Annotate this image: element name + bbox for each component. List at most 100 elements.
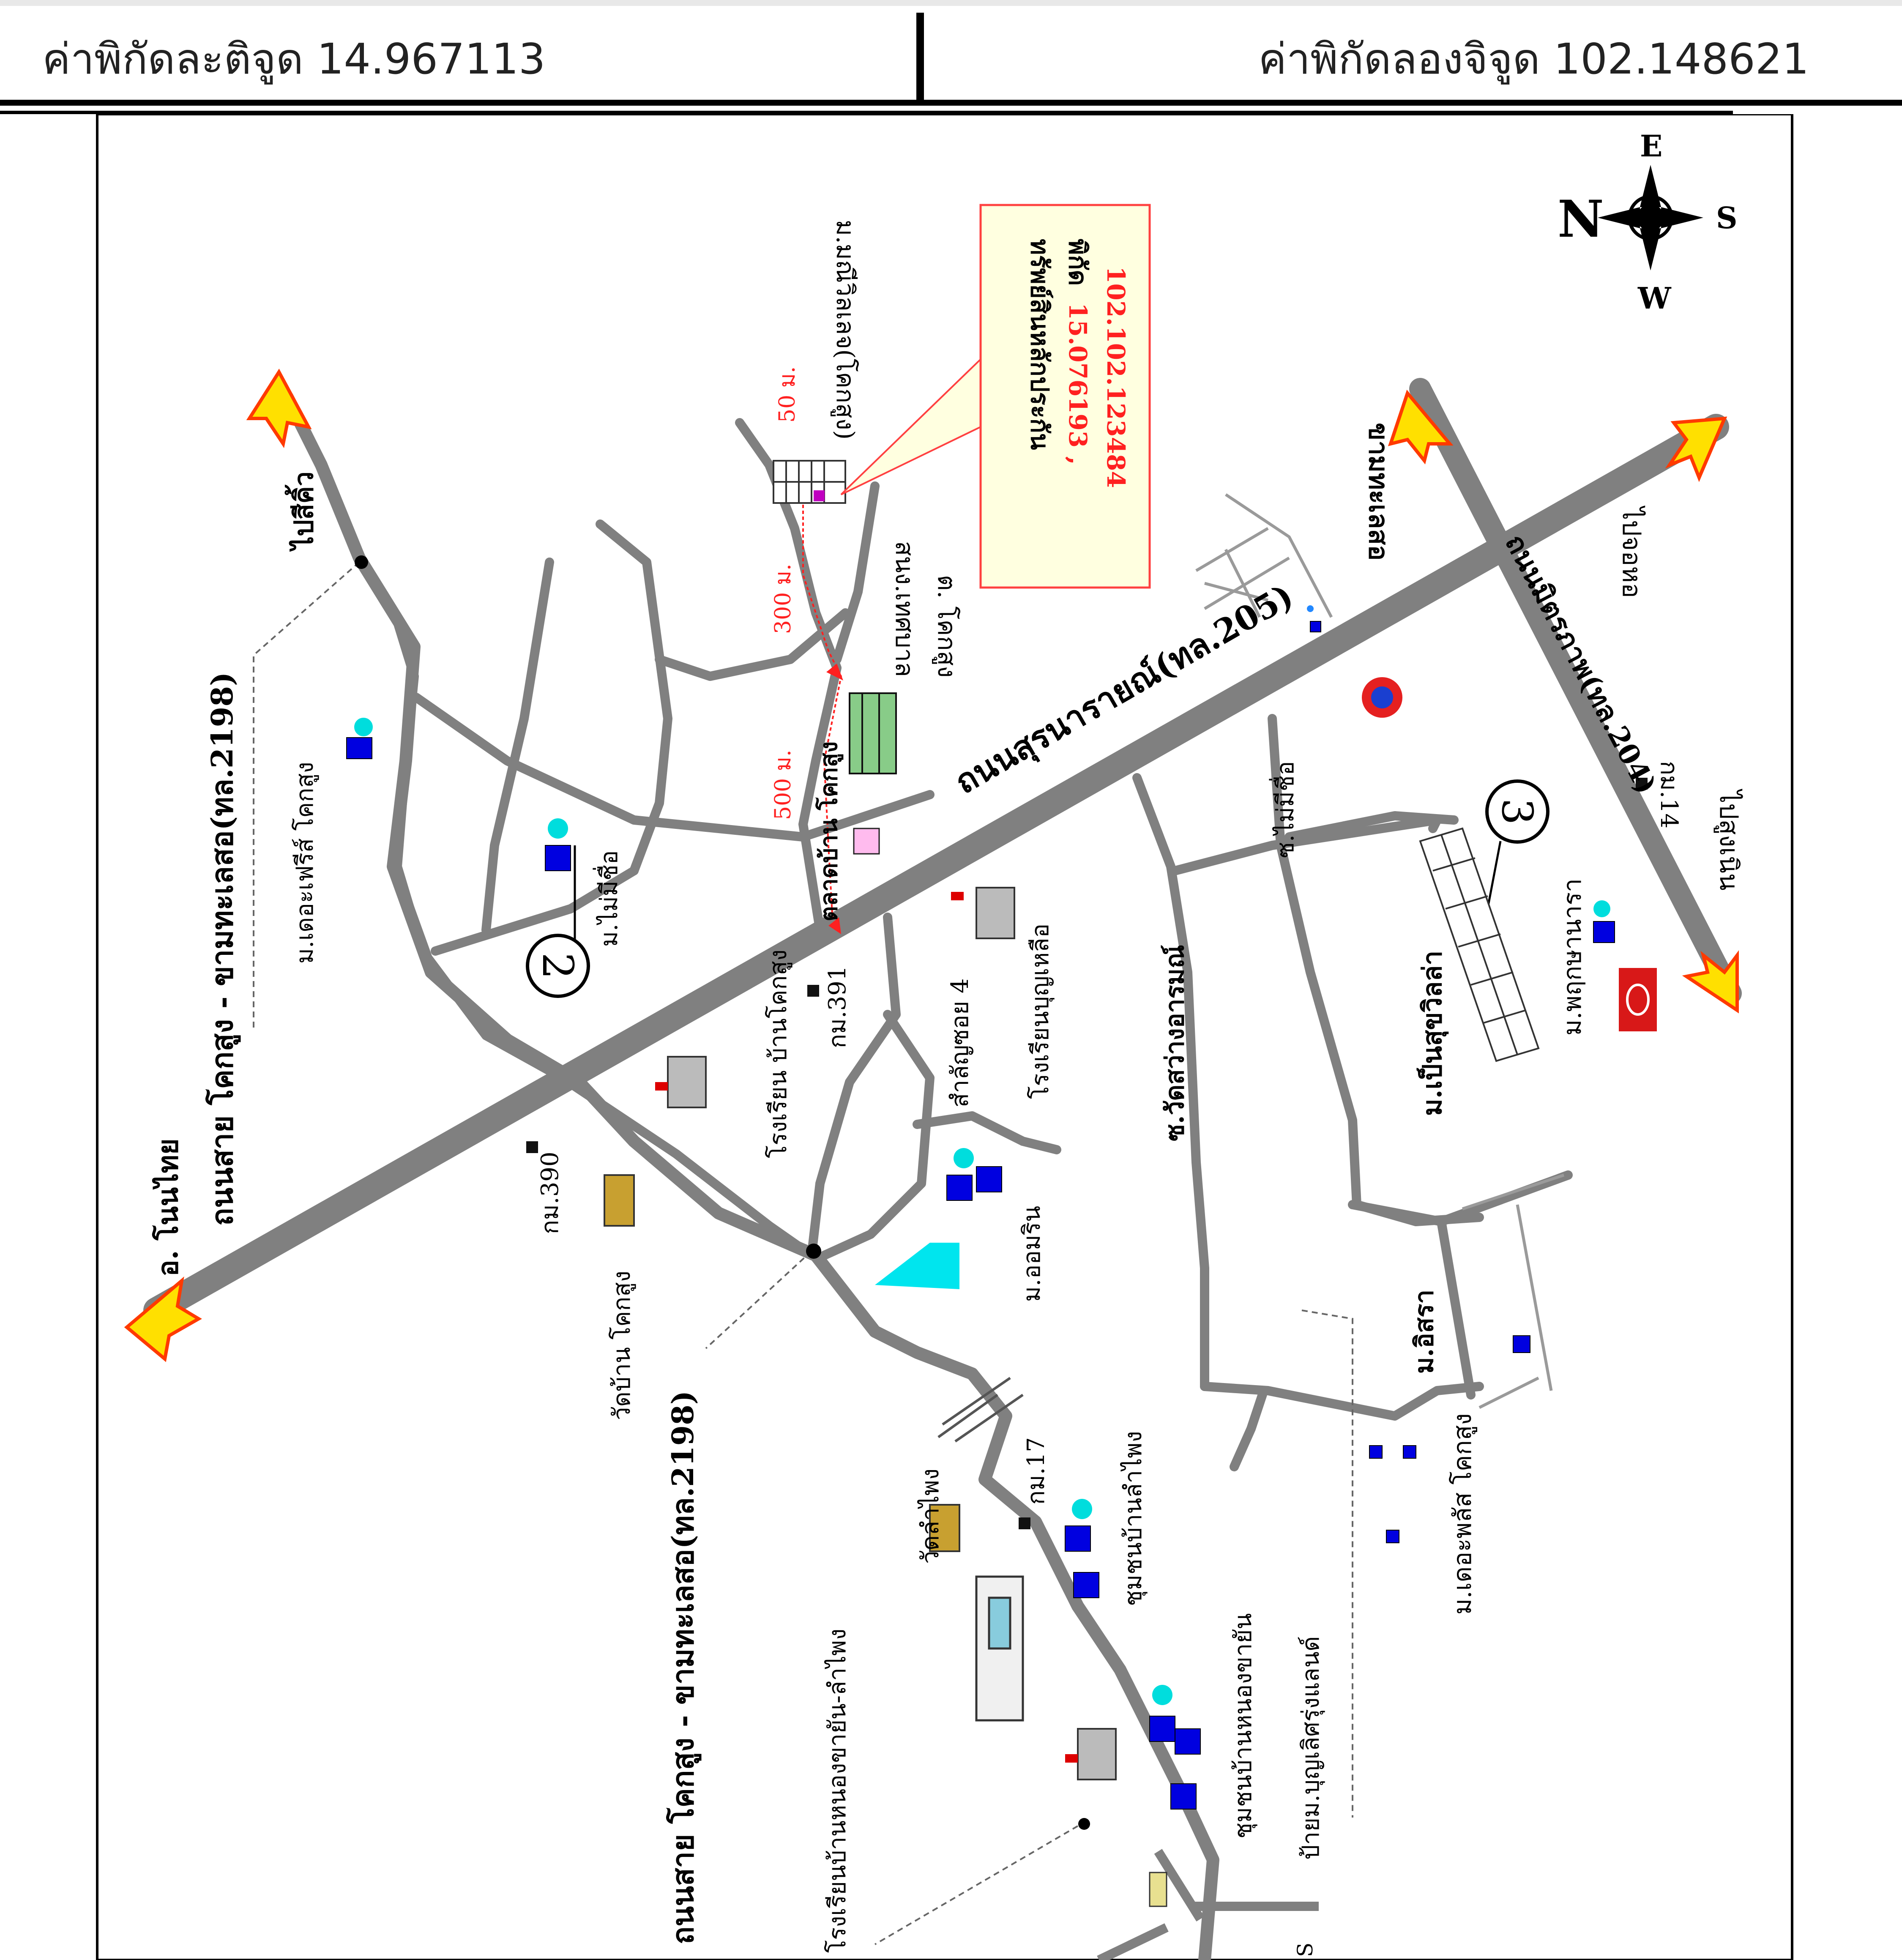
- to-khamthale-label: ขามทะเลสอ: [1363, 423, 1394, 561]
- market-label: ตลาดบ้าน โคกสูง: [815, 741, 844, 921]
- community-lamphong-label: ชุมชนบ้านลำไพง: [1120, 1431, 1148, 1606]
- callout-coord-lat: 15.076193 ,: [1063, 303, 1092, 465]
- municipal-office-label: สนง.เทศบาล: [890, 541, 919, 677]
- municipal-office-icon: [849, 692, 897, 774]
- km-post-icon: [1636, 778, 1648, 790]
- school-icon: [1077, 1728, 1117, 1780]
- small-streets: [1195, 493, 1565, 1409]
- house-icon: [1386, 1530, 1399, 1543]
- house-icon: [346, 737, 372, 759]
- to-sungnoen-label: ไปสูงเนิน: [1713, 789, 1744, 891]
- village-boonlert-label: ป้ายม.บุญเลิศรุ่งแลนด์: [1297, 1636, 1325, 1860]
- school-boonnuea-label: โรงเรียนบุญเหลือ: [1027, 924, 1055, 1099]
- arrow-korat-icon: [1665, 416, 1727, 482]
- coordinate-header: ค่าพิกัดละติจูด 14.967113 ค่าพิกัดลองจิจ…: [0, 0, 1902, 114]
- compass-n: N: [1558, 189, 1604, 249]
- longitude-label: ค่าพิกัดลองจิจูด 102.148621: [1258, 34, 1809, 84]
- house-icon: [1149, 1716, 1175, 1742]
- header-divider: [916, 13, 924, 104]
- property-callout: ทรัพย์สินหลักประกัน พิกัด 15.076193 , 10…: [840, 204, 1151, 589]
- wat-lamphong-label: วัดลำไพง: [917, 1468, 944, 1564]
- km-14-label: กม.14: [1655, 761, 1683, 828]
- soi-maimeechue-label: ซ.ไม่มีชื่อ: [1269, 761, 1299, 858]
- soi-label: สำลัญซอย 4: [946, 978, 974, 1107]
- road-2198-bottom-label: ถนนสาย โคกสูง - ขามทะเลสอ(ทล.2198): [665, 1391, 702, 1944]
- temple-icon: [604, 1174, 635, 1227]
- callout-title: ทรัพย์สินหลักประกัน: [1025, 239, 1054, 450]
- to-nonthai-label: อ. โนนไทย: [151, 1138, 184, 1277]
- km-post-icon: [526, 1141, 538, 1153]
- house-icon: [1065, 1525, 1091, 1552]
- wat-koksung-label: วัดบ้าน โคกสูง: [608, 1271, 636, 1420]
- school-icons: [667, 887, 1117, 1780]
- bottom-sign: [1149, 1872, 1167, 1907]
- house-icon: [1593, 921, 1615, 943]
- junction-dots: [355, 555, 1090, 1830]
- small-s-label: S: [1293, 1943, 1317, 1957]
- house-icon: [1403, 1445, 1416, 1459]
- toyota-dealer-icon: [1619, 968, 1657, 1031]
- dashed-leaders: [253, 561, 1353, 1945]
- village-freedom-label: ม.เดอะเฟรีส์ โคกสูง: [291, 762, 319, 964]
- railway-crossing: [937, 1377, 1024, 1443]
- community-nongkhayan-label: ชุมชนบ้านหนองขายัน: [1230, 1613, 1257, 1839]
- route-arrows: [826, 664, 843, 934]
- house-icon: [545, 845, 571, 871]
- school-icon: [667, 1056, 707, 1108]
- school-koksung-label: โรงเรียน บ้านโคกสูง: [765, 949, 792, 1158]
- callout-coord-lng: 102.102.123484: [1101, 266, 1130, 488]
- village-maimeechue-label: ม.ไม่มีชื่อ: [593, 850, 623, 947]
- svg-text:พิกัด 15.076193 ,: พิกัด 15.076193 ,: [1063, 239, 1092, 465]
- village-wilailert-label: ม.มณีวิลเลจ(โคกสูง): [831, 220, 860, 440]
- school-nongkhayan-label: โรงเรียนบ้านหนองขายัน-ลำไพง: [824, 1629, 851, 1953]
- tambon-koksung-label: ต. โคกสูง: [932, 575, 961, 678]
- house-icon: [946, 1175, 973, 1201]
- house-icons: [346, 621, 1615, 1810]
- marker-2: 2: [526, 845, 590, 998]
- gas-station-icon: [1362, 677, 1402, 718]
- arrow-nonthai-icon: [124, 1276, 202, 1362]
- dist-500-label: 500 ม.: [771, 749, 796, 820]
- road-2198-top-label: ถนนสาย โคกสูง - ขามทะเลสอ(ทล.2198): [205, 672, 241, 1226]
- marker-3: 3: [1482, 779, 1549, 930]
- school-flags: [655, 892, 1078, 1763]
- dist-50-label: 50 ม.: [775, 366, 800, 423]
- direction-arrows: [124, 369, 1739, 1362]
- minor-roads: [357, 418, 1573, 1471]
- main-road-205: [143, 414, 1729, 1323]
- pond: [875, 1243, 959, 1289]
- km-post-icon: [1019, 1517, 1030, 1529]
- to-sikhio-label: ไปสีคิ้ว: [284, 471, 319, 552]
- property-lot-marker: [814, 490, 825, 501]
- village-theplus-label: ม.เดอะพลัส โคกสูง: [1448, 1413, 1477, 1615]
- location-map: ทรัพย์สินหลักประกัน พิกัด 15.076193 , 10…: [96, 114, 1793, 1960]
- latitude-label: ค่าพิกัดละติจูด 14.967113: [42, 34, 546, 84]
- house-roof-icons: [354, 718, 1610, 1705]
- header-bottom-rule-thin: [0, 111, 1733, 114]
- compass-s: S: [1716, 200, 1738, 235]
- village-pruksa-label: ม.พฤกษานารา: [1558, 878, 1587, 1036]
- house-icon: [976, 1166, 1002, 1192]
- arrow-sungnoen-icon: [1682, 950, 1739, 1014]
- temple-icon: [929, 1504, 960, 1552]
- soi-watsawang-label: ซ.วัดสว่างอารมณ์: [1160, 945, 1190, 1141]
- school-icon: [976, 887, 1015, 939]
- km-391-label: กม.391: [824, 965, 851, 1048]
- market-icon: [853, 828, 880, 855]
- km-post-icon: [807, 985, 819, 997]
- svg-text:2: 2: [533, 952, 582, 979]
- road-204: [1409, 378, 1742, 1004]
- dist-300-label: 300 ม.: [771, 563, 796, 634]
- compass-e: E: [1640, 128, 1662, 164]
- header-bottom-rule: [0, 100, 1902, 106]
- compass-w: W: [1637, 281, 1672, 316]
- property-subdivision: [773, 460, 846, 504]
- house-icon: [1170, 1783, 1197, 1810]
- km-17-label: กม.17: [1022, 1437, 1050, 1505]
- top-border: [0, 0, 1902, 6]
- house-icon: [1369, 1445, 1383, 1459]
- arrow-khamthale-icon: [1388, 389, 1454, 465]
- garage-icon: [975, 1575, 1024, 1722]
- temple-icons: [604, 1174, 960, 1552]
- callout-coord-prefix: พิกัด: [1063, 239, 1092, 286]
